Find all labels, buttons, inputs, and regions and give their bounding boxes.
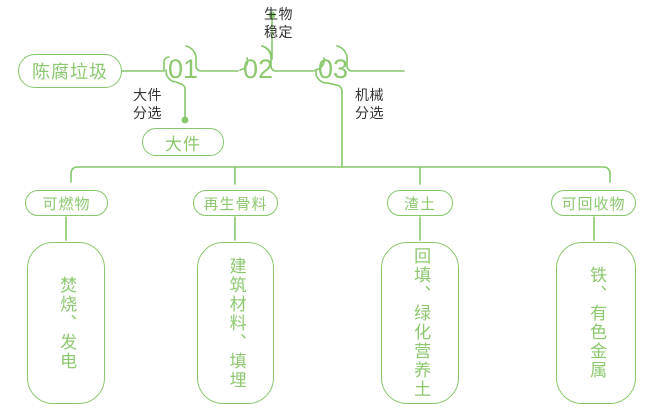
destination-text: 焚烧、发电: [57, 275, 77, 371]
wire-distribution-bus: [70, 166, 611, 183]
stage-number-02[interactable]: 02: [243, 54, 274, 84]
category-pill-combustible[interactable]: 可燃物: [25, 190, 108, 216]
category-pill-recycled-aggregate[interactable]: 再生骨料: [193, 190, 278, 216]
wire-03-trunk-down: [315, 70, 343, 168]
stage-01-annotation: 大件 分选: [133, 87, 162, 121]
destination-text: 回填、绿化营养土: [411, 247, 431, 399]
destination-box-recycled-aggregate[interactable]: 建筑材料、填埋: [197, 242, 274, 404]
destination-box-slag-soil[interactable]: 回填、绿化营养土: [381, 242, 459, 404]
destination-box-combustible[interactable]: 焚烧、发电: [27, 242, 105, 404]
destination-box-recyclable[interactable]: 铁、有色金属: [556, 242, 636, 404]
wire-root-to-01: [121, 56, 170, 72]
destination-text: 建筑材料、填埋: [226, 256, 246, 390]
category-pill-slag-soil[interactable]: 渣土: [387, 190, 453, 216]
category-pill-recyclable[interactable]: 可回收物: [551, 190, 636, 216]
side-output-bulky[interactable]: 大件: [142, 128, 224, 156]
stage-02-annotation: 生物 稳定: [264, 6, 293, 40]
stage-03-annotation: 机械 分选: [355, 87, 384, 121]
destination-text: 铁、有色金属: [587, 266, 607, 380]
root-node-waste[interactable]: 陈腐垃圾: [18, 54, 122, 88]
bulky-branch-dot: [181, 116, 189, 124]
stage-number-01[interactable]: 01: [168, 54, 199, 84]
stage-number-03[interactable]: 03: [318, 54, 349, 84]
